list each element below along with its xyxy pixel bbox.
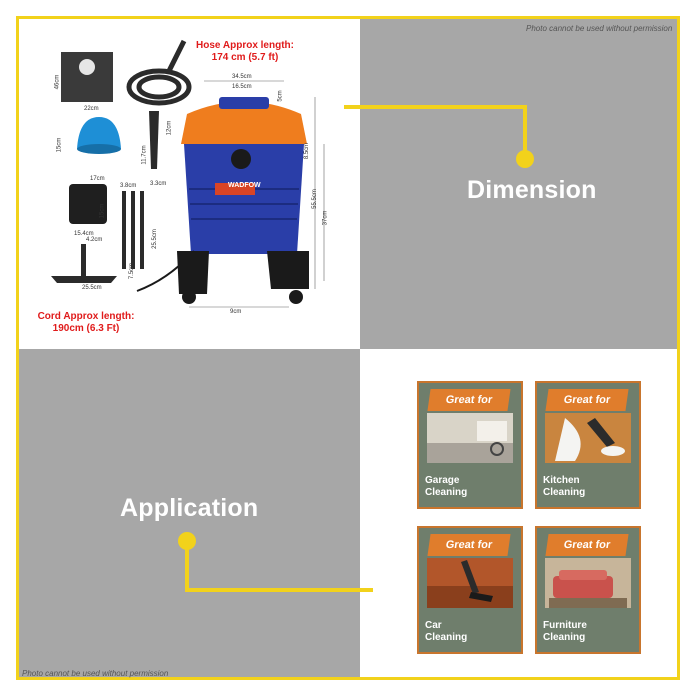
dimension-title: Dimension [467, 176, 597, 204]
dim-floor-brush-width: 25.5cm [82, 285, 102, 291]
floor-brush [51, 276, 117, 283]
application-connector-horizontal [185, 588, 373, 592]
application-tile-kitchen: Great for Kitchen Cleaning [535, 381, 641, 509]
vacuum-cleaner [136, 97, 309, 304]
kitchen-scene-image [545, 413, 631, 463]
dim-top-cap: 5cm [277, 90, 284, 102]
tile-header: Great for [427, 534, 511, 556]
tile-label: Furniture Cleaning [543, 620, 587, 643]
dimension-connector-horizontal [344, 105, 526, 109]
dim-tank-height: 37cm [322, 210, 329, 226]
brand-logo: WADFOW [228, 182, 261, 189]
dim-floor-height: 7.5cm [129, 262, 136, 280]
application-connector-vertical [185, 542, 189, 592]
dim-base-width: 9cm [230, 309, 242, 315]
cloth-filter [77, 117, 121, 149]
dim-top-width: 34.5cm [232, 74, 252, 80]
dim-body-height: 55.5cm [311, 189, 318, 209]
application-tile-car: Great for Car Cleaning [417, 526, 523, 654]
dim-top-inner: 16.5cm [232, 84, 252, 90]
vacuum-accessories-illustration [51, 39, 325, 308]
permission-notice-bottom: Photo cannot be used without permission [22, 669, 169, 678]
car-scene-image [427, 558, 513, 608]
dimension-guides [189, 80, 325, 308]
dimension-connector-vertical [523, 105, 527, 159]
extension-tubes [122, 191, 144, 269]
dim-floor-neck: 4.2cm [86, 237, 103, 243]
sponge-filter [69, 184, 107, 224]
tile-label: Kitchen Cleaning [543, 475, 586, 498]
hose-length-note: Hose Approx length: 174 cm (5.7 ft) [196, 40, 294, 63]
dim-sponge-width: 15.4cm [74, 231, 94, 237]
application-title: Application [120, 494, 259, 522]
dim-crevice-tip: 11.7cm [141, 145, 148, 165]
furniture-scene-image [545, 558, 631, 608]
tile-header: Great for [427, 389, 511, 411]
garage-scene-image [427, 413, 513, 463]
dim-crevice-length: 12cm [166, 120, 173, 136]
dim-bag-height: 46cm [54, 74, 61, 90]
dim-filter-height: 15cm [56, 137, 63, 153]
dimension-connector-dot [516, 150, 534, 168]
hose-coil [126, 39, 192, 106]
dimension-panel [360, 19, 678, 349]
dim-sponge-height: 15cm [99, 203, 106, 219]
dim-crevice-width: 3.3cm [150, 181, 167, 187]
tile-label: Garage Cleaning [425, 475, 468, 498]
crevice-nozzle [149, 111, 159, 169]
dim-bag-width: 22cm [84, 106, 99, 112]
cord-length-note: Cord Approx length: 190cm (6.3 Ft) [37, 311, 135, 334]
dim-tube-length: 25.5cm [151, 229, 158, 249]
application-tile-furniture: Great for Furniture Cleaning [535, 526, 641, 654]
tile-label: Car Cleaning [425, 620, 468, 643]
dim-head-height: 8.5cm [304, 142, 311, 160]
tile-header: Great for [545, 389, 629, 411]
application-tile-garage: Great for Garage Cleaning [417, 381, 523, 509]
dim-tube-width: 3.8cm [120, 183, 137, 189]
tile-header: Great for [545, 534, 629, 556]
application-connector-dot [178, 532, 196, 550]
yellow-frame [16, 16, 680, 680]
dim-filter-width: 17cm [90, 176, 105, 182]
permission-notice-top: Photo cannot be used without permission [526, 24, 673, 33]
application-panel [19, 349, 360, 679]
